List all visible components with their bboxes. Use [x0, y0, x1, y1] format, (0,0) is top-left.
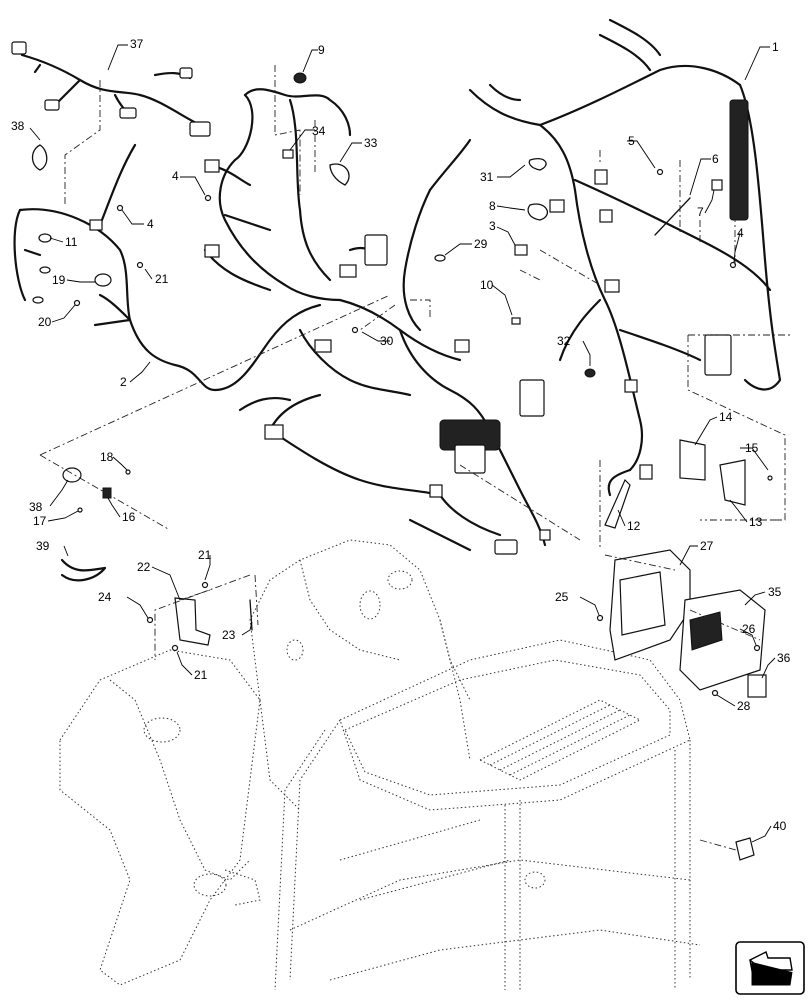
callout-33: 33: [364, 136, 378, 150]
callout-6: 6: [712, 152, 719, 166]
callout-31: 31: [480, 170, 494, 184]
callout-39: 39: [36, 539, 50, 553]
callout-23: 23: [222, 628, 236, 642]
harness-37: [11, 41, 211, 137]
nav-arrow-icon: [735, 941, 805, 995]
callout-17: 17: [33, 514, 47, 528]
callout-40: 40: [773, 819, 787, 833]
harness-2: [13, 143, 322, 392]
callout-34: 34: [312, 124, 326, 138]
callout-18: 18: [100, 450, 114, 464]
callout-15: 15: [745, 441, 759, 455]
harness-1: [468, 18, 782, 497]
callout-16: 16: [122, 510, 136, 524]
callout-37: 37: [130, 37, 144, 51]
callout-11: 11: [65, 235, 78, 249]
callout-38-bottom: 38: [29, 500, 43, 514]
callout-28: 28: [737, 699, 751, 713]
callout-14: 14: [719, 410, 733, 424]
callout-labels: 37 9 1 38 34 33 4 4 5 6 31 7 8 3 4 11 29…: [11, 37, 791, 833]
callout-4-b: 4: [147, 217, 154, 231]
callout-4-a: 4: [172, 169, 179, 183]
callout-10: 10: [480, 278, 494, 292]
callout-25: 25: [555, 590, 569, 604]
callout-27: 27: [700, 539, 714, 553]
callout-38-top: 38: [11, 119, 25, 133]
callout-5: 5: [628, 134, 635, 148]
loose-parts: [31, 72, 773, 861]
callout-35: 35: [768, 585, 782, 599]
callout-30: 30: [380, 334, 394, 348]
main-harness: [203, 88, 551, 555]
callout-29: 29: [474, 237, 488, 251]
callout-3: 3: [489, 219, 496, 233]
callout-32: 32: [557, 334, 571, 348]
callout-1: 1: [772, 40, 779, 54]
callout-20: 20: [38, 315, 52, 329]
callout-22: 22: [137, 560, 151, 574]
callout-9: 9: [318, 43, 325, 57]
callout-26: 26: [742, 622, 756, 636]
callout-21-a: 21: [155, 272, 169, 286]
callout-24: 24: [98, 590, 112, 604]
callout-8: 8: [489, 199, 496, 213]
callout-36: 36: [777, 651, 791, 665]
callout-21-c: 21: [194, 668, 208, 682]
callout-4-c: 4: [737, 226, 744, 240]
callout-13: 13: [749, 515, 763, 529]
cab-frame: [59, 539, 701, 991]
callout-leaders: [29, 44, 776, 843]
assembly-lines: [39, 65, 790, 851]
callout-19: 19: [52, 273, 66, 287]
callout-21-b: 21: [198, 548, 212, 562]
callout-7: 7: [697, 205, 704, 219]
callout-2: 2: [120, 375, 127, 389]
callout-12: 12: [627, 519, 641, 533]
